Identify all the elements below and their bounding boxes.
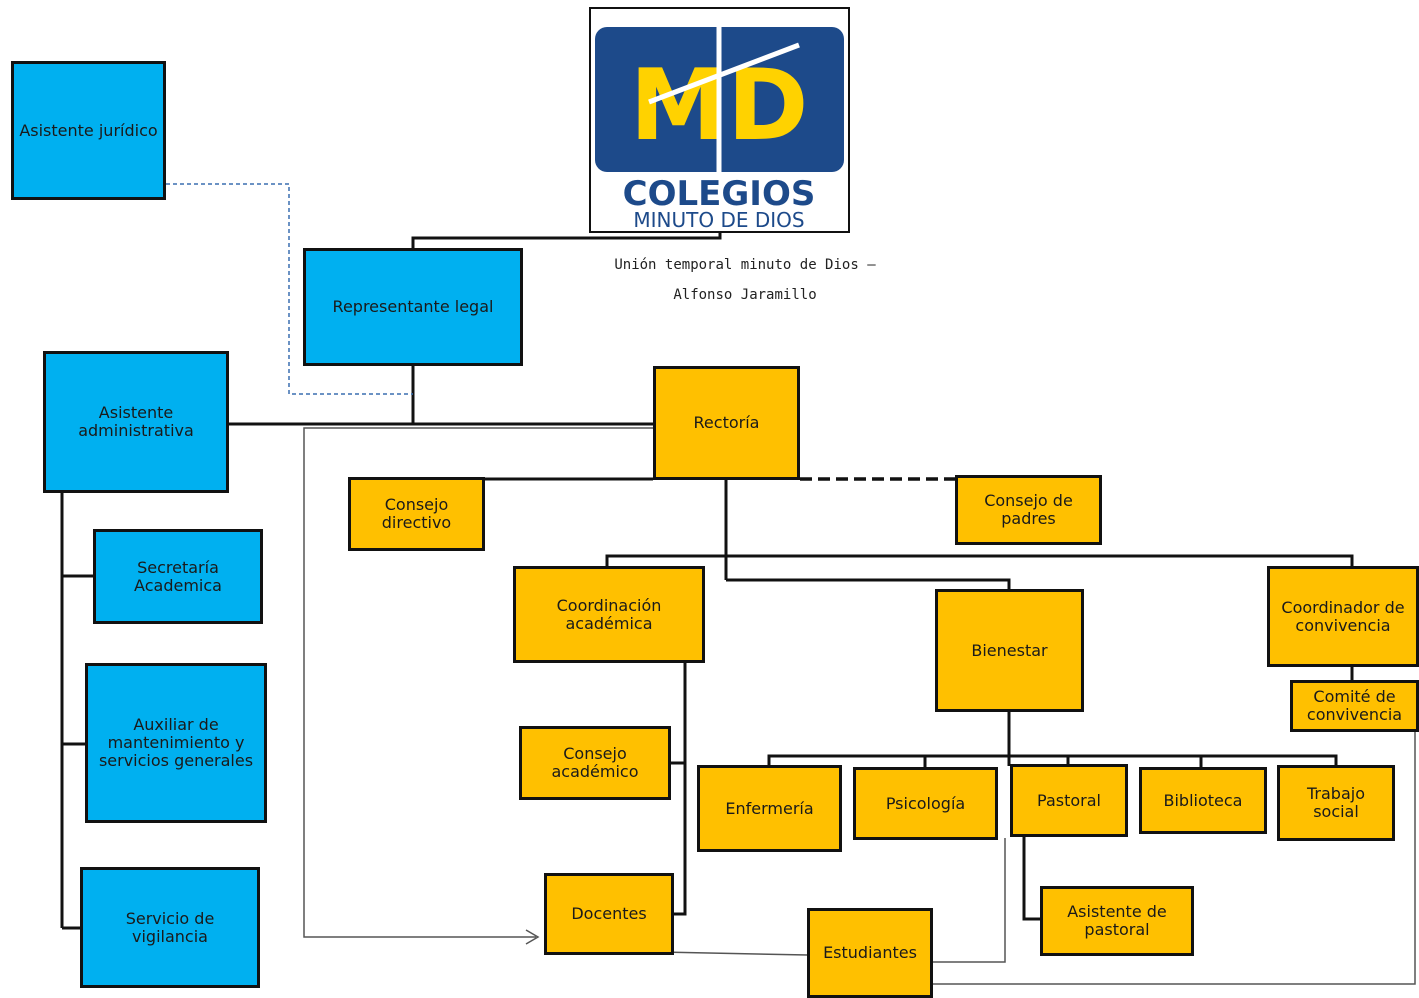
node-asistente-administrativa: Asistente administrativa xyxy=(43,351,229,493)
connector-bienestar-top xyxy=(726,578,1011,590)
node-consejo-directivo: Consejo directivo xyxy=(348,477,485,551)
node-psicologia-label: Psicología xyxy=(885,793,966,813)
connector-services-bus xyxy=(767,754,1338,766)
node-trabajo-social-label: Trabajo social xyxy=(1307,784,1365,821)
node-enfermeria: Enfermería xyxy=(697,765,842,852)
connector-coordination-bus xyxy=(605,554,1354,567)
node-auxiliar-mantenimiento: Auxiliar de mantenimiento y servicios ge… xyxy=(85,663,267,823)
node-psicologia: Psicología xyxy=(853,767,998,840)
node-biblioteca: Biblioteca xyxy=(1139,767,1267,834)
caption-line2: Alfonso Jaramillo xyxy=(673,287,817,303)
node-asistente-pastoral-label: Asistente de pastoral xyxy=(1067,902,1167,939)
node-consejo-directivo-label: Consejo directivo xyxy=(381,495,452,532)
node-servicio-vigilancia-label: Servicio de vigilancia xyxy=(125,908,215,946)
connector-rectoria-docentes-arrow xyxy=(303,427,653,938)
node-consejo-academico: Consejo académico xyxy=(519,726,671,800)
node-representante-legal: Representante legal xyxy=(303,248,523,366)
node-secretaria-academica-label: Secretaría Academica xyxy=(134,557,222,595)
node-comite-convivencia: Comité de convivencia xyxy=(1290,680,1419,732)
node-docentes: Docentes xyxy=(544,873,674,955)
connector-arrowhead xyxy=(525,929,540,945)
connector-coord-docentes xyxy=(673,662,687,916)
node-asistente-juridico-label: Asistente jurídico xyxy=(19,120,158,140)
node-enfermeria-label: Enfermería xyxy=(725,798,814,818)
node-representante-legal-label: Representante legal xyxy=(332,297,494,316)
node-consejo-academico-label: Consejo académico xyxy=(551,744,639,781)
logo-line1: COLEGIOS xyxy=(623,174,816,214)
node-consejo-padres: Consejo de padres xyxy=(955,475,1102,545)
caption-line1: Unión temporal minuto de Dios – xyxy=(614,257,876,273)
connector-asistente-pastoral xyxy=(1022,835,1041,921)
connector-logo-representante xyxy=(411,232,722,248)
node-rectoria-label: Rectoría xyxy=(693,413,760,432)
node-consejo-padres-label: Consejo de padres xyxy=(984,491,1073,528)
node-coordinacion-academica-label: Coordinación académica xyxy=(556,595,662,633)
node-pastoral-label: Pastoral xyxy=(1037,790,1101,810)
node-docentes-label: Docentes xyxy=(571,904,647,923)
connector-convivencia-estudiantes xyxy=(932,730,1416,985)
colegios-minuto-de-dios-logo: MD COLEGIOS MINUTO DE DIOS xyxy=(589,7,850,233)
node-auxiliar-mantenimiento-label: Auxiliar de mantenimiento y servicios ge… xyxy=(98,715,254,770)
node-asistente-pastoral: Asistente de pastoral xyxy=(1040,886,1194,956)
connector-docentes-estudiantes xyxy=(659,951,809,956)
node-bienestar-label: Bienestar xyxy=(971,640,1048,660)
node-bienestar: Bienestar xyxy=(935,589,1084,712)
connector-psicologia-estudiantes xyxy=(932,838,1006,963)
caption: Unión temporal minuto de Dios – Alfonso … xyxy=(580,250,910,310)
node-estudiantes: Estudiantes xyxy=(807,908,933,998)
node-estudiantes-label: Estudiantes xyxy=(823,943,917,962)
node-coordinador-convivencia-label: Coordinador de convivencia xyxy=(1281,597,1405,635)
node-asistente-administrativa-label: Asistente administrativa xyxy=(78,403,194,440)
node-coordinador-convivencia: Coordinador de convivencia xyxy=(1267,566,1419,667)
node-trabajo-social: Trabajo social xyxy=(1277,765,1395,841)
logo-line2: MINUTO DE DIOS xyxy=(633,208,804,232)
node-coordinacion-academica: Coordinación académica xyxy=(513,566,705,663)
node-secretaria-academica: Secretaría Academica xyxy=(93,529,263,624)
node-pastoral: Pastoral xyxy=(1010,764,1128,837)
node-comite-convivencia-label: Comité de convivencia xyxy=(1306,687,1403,724)
node-rectoria: Rectoría xyxy=(653,366,800,480)
node-servicio-vigilancia: Servicio de vigilancia xyxy=(80,867,260,988)
node-asistente-juridico: Asistente jurídico xyxy=(11,61,166,200)
dashed-juridico-link xyxy=(166,183,413,395)
node-biblioteca-label: Biblioteca xyxy=(1163,790,1243,810)
